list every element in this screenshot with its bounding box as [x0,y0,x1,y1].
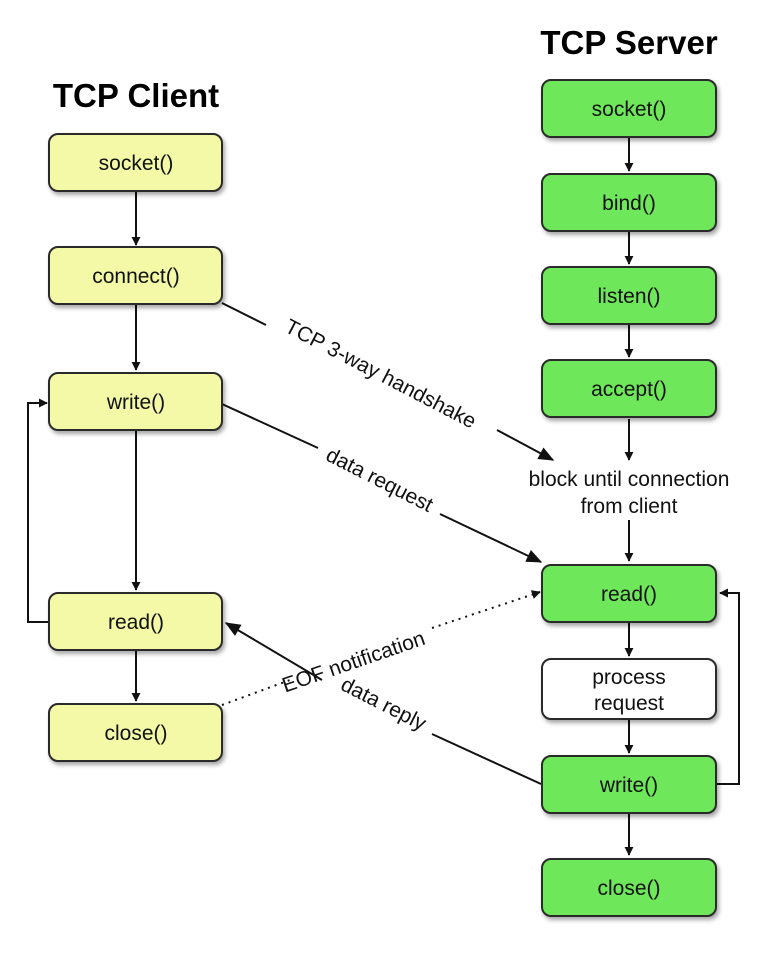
server-read-label: read() [601,583,657,606]
server-process-line1: process [592,666,666,689]
data-request-line-start [221,403,319,449]
server-write-label: write() [599,774,658,797]
data-reply-arrow [224,622,323,681]
server-socket-node: socket() [541,79,717,138]
server-process-line2: request [594,692,664,715]
server-accept-label: accept() [591,378,667,401]
client-read-node: read() [48,592,223,651]
data-reply-line-end [431,733,542,785]
client-socket-node: socket() [48,133,223,192]
server-block-line2: from client [581,495,678,518]
handshake-arrow [496,429,555,461]
eof-dotted-line-start [221,679,291,706]
server-title: TCP Server [540,24,717,61]
data-reply-label: data reply [337,673,430,736]
client-read-label: read() [108,611,164,634]
server-bind-node: bind() [541,173,717,232]
server-process-node: process request [541,658,717,720]
server-listen-node: listen() [541,266,717,325]
handshake-label: TCP 3-way handshake [281,315,480,433]
server-listen-label: listen() [597,285,660,308]
client-socket-label: socket() [99,152,174,175]
eof-dotted-arrow [431,590,541,629]
handshake-line-start [221,302,267,326]
data-request-arrow [439,513,543,563]
client-loop-arrow [27,398,49,623]
client-connect-label: connect() [92,265,180,288]
client-close-node: close() [48,703,223,762]
server-block-line1: block until connection [529,468,730,491]
client-close-label: close() [104,722,167,745]
data-request-label: data request [322,443,437,517]
server-close-label: close() [597,877,660,900]
client-write-node: write() [48,372,223,431]
client-write-label: write() [106,391,165,414]
server-write-node: write() [541,755,717,814]
client-title: TCP Client [53,77,219,114]
server-accept-node: accept() [541,359,717,418]
server-close-node: close() [541,858,717,917]
server-loop-arrow [717,588,740,785]
server-socket-label: socket() [592,98,667,121]
server-block-note: block until connection from client [529,468,730,518]
server-read-node: read() [541,564,717,623]
client-connect-node: connect() [48,246,223,305]
server-bind-label: bind() [602,192,656,215]
